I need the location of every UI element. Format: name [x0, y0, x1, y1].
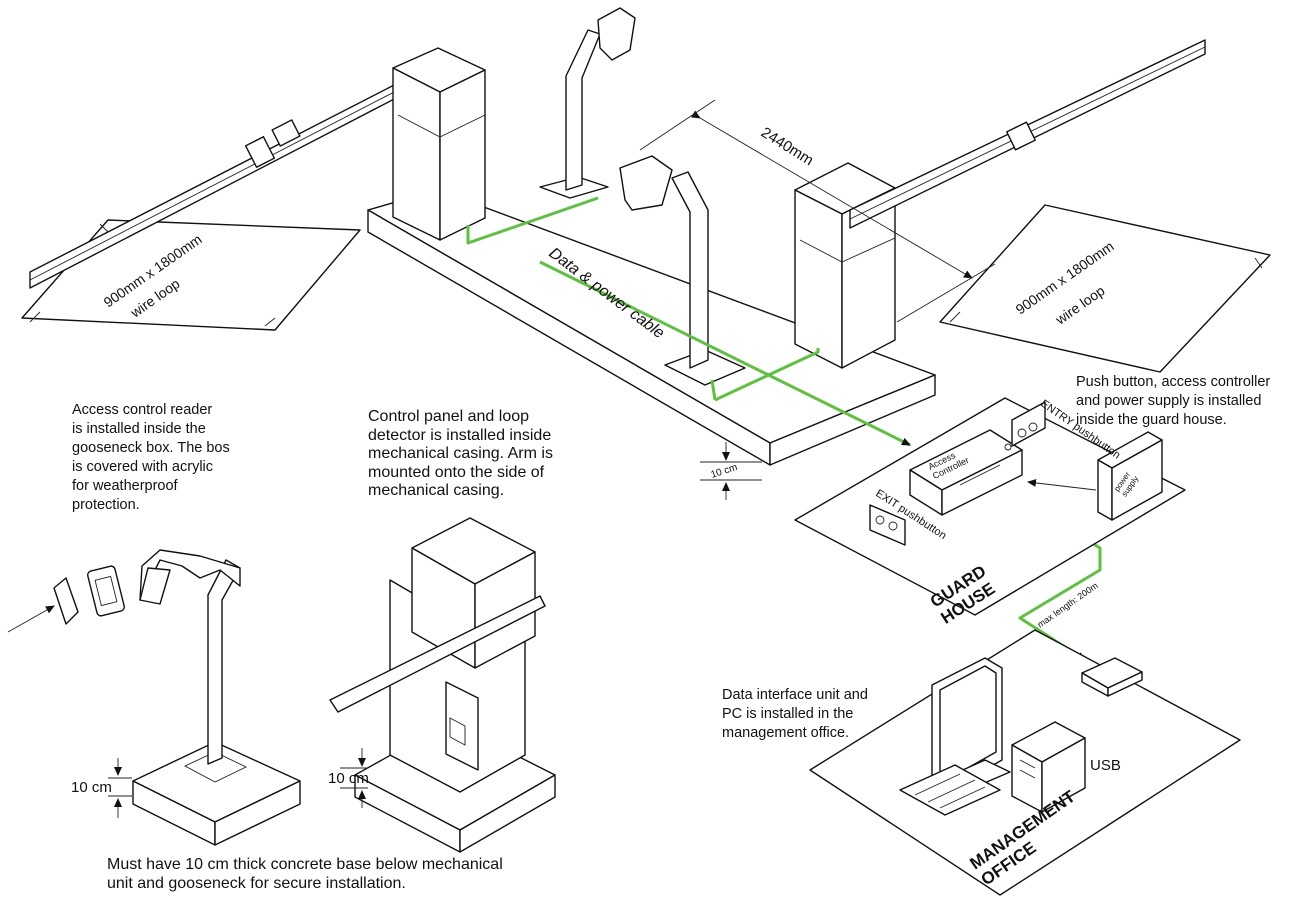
gooseneck-base-height-label: 10 cm [71, 779, 112, 796]
usb-label: USB [1090, 757, 1121, 774]
power-supply-box [1097, 431, 1163, 521]
casing-detail [329, 517, 556, 853]
guard-house [794, 397, 1186, 616]
reader-note: Access control reader is installed insid… [72, 402, 230, 513]
data-interface-note: Data interface unit and PC is installed … [722, 687, 868, 741]
wire-loop-right [939, 204, 1271, 373]
keypad-reader [87, 565, 125, 617]
dimension-label-2440mm: 2440mm [758, 124, 817, 169]
gooseneck-rear [539, 7, 636, 199]
pc-monitor [931, 657, 1011, 791]
data-interface-unit [1081, 657, 1143, 697]
access-controller-box [909, 429, 1023, 516]
mechanical-casing-right [794, 162, 896, 369]
casing-base-height-label: 10 cm [328, 770, 369, 787]
exit-pushbutton-plate [869, 504, 906, 546]
pc-keyboard [899, 764, 1001, 816]
gooseneck-base-dimension [108, 758, 132, 818]
gooseneck-detail [7, 549, 301, 846]
base-requirement-note: Must have 10 cm thick concrete base belo… [107, 856, 503, 892]
barrier-arm-right [849, 39, 1206, 229]
data-power-cable [466, 196, 1162, 750]
push-button-note: Push button, access controller and power… [1076, 374, 1271, 428]
dimension-line-2440mm [639, 99, 996, 323]
access-card [53, 577, 79, 625]
mechanical-casing-left [392, 47, 486, 241]
control-panel-note: Control panel and loop detector is insta… [368, 408, 553, 499]
management-office [809, 629, 1241, 896]
island-height-label: 10 cm [710, 462, 739, 481]
casing-base-dimension [340, 748, 368, 808]
pc-tower [1011, 721, 1086, 813]
island-height-dimension [700, 442, 762, 500]
entry-pushbutton-plate [1011, 401, 1046, 447]
barrier-arm-left [29, 81, 401, 289]
